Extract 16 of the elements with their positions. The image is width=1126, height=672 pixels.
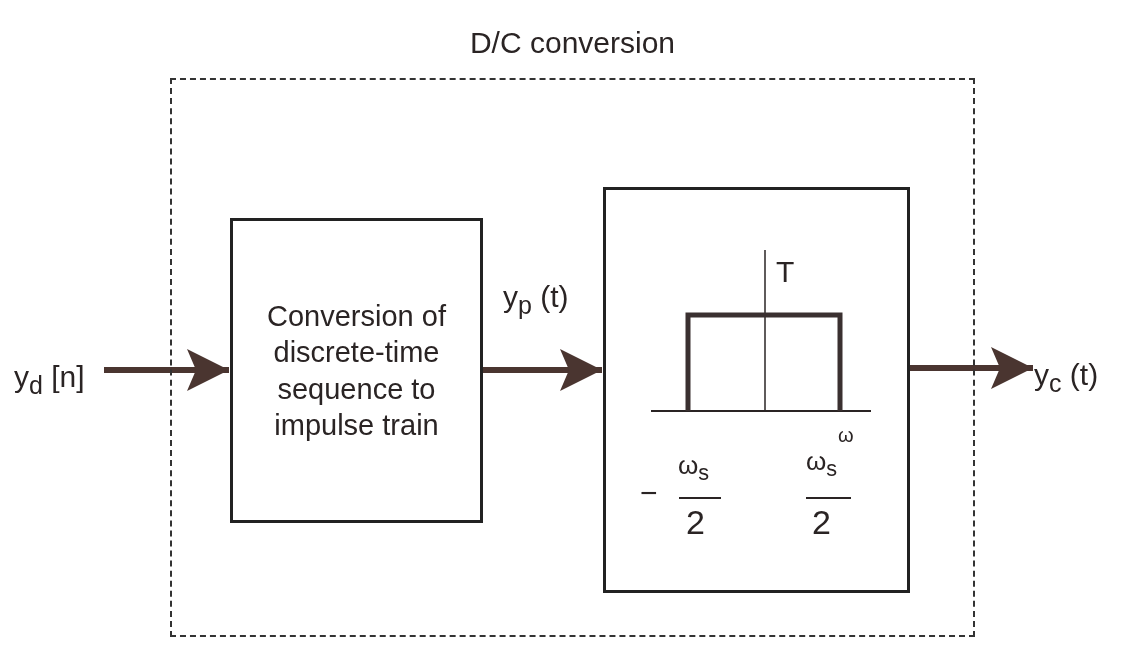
output-signal: y$_{c}$ (t)	[1034, 350, 1126, 396]
frequency-label: ω$_{s}$	[806, 448, 838, 480]
axis-label: T	[776, 257, 795, 287]
denominator-label: 2	[812, 505, 831, 539]
axis-label: ω	[838, 425, 854, 445]
filter-box	[603, 187, 910, 593]
minus-sign: −	[640, 478, 658, 508]
arrow	[483, 349, 602, 391]
denominator-label: 2	[686, 505, 705, 539]
frequency-label: ω$_{s}$	[678, 452, 710, 484]
input-signal: y$_{d}$ [n]	[14, 352, 104, 398]
arrow	[104, 349, 229, 391]
edge-label: y$_{p}$ (t)	[503, 282, 569, 318]
group-title: D/C conversion	[468, 28, 677, 58]
arrow	[910, 347, 1033, 389]
process-box: Conversion of discrete-time sequence to impulse train	[230, 218, 483, 523]
